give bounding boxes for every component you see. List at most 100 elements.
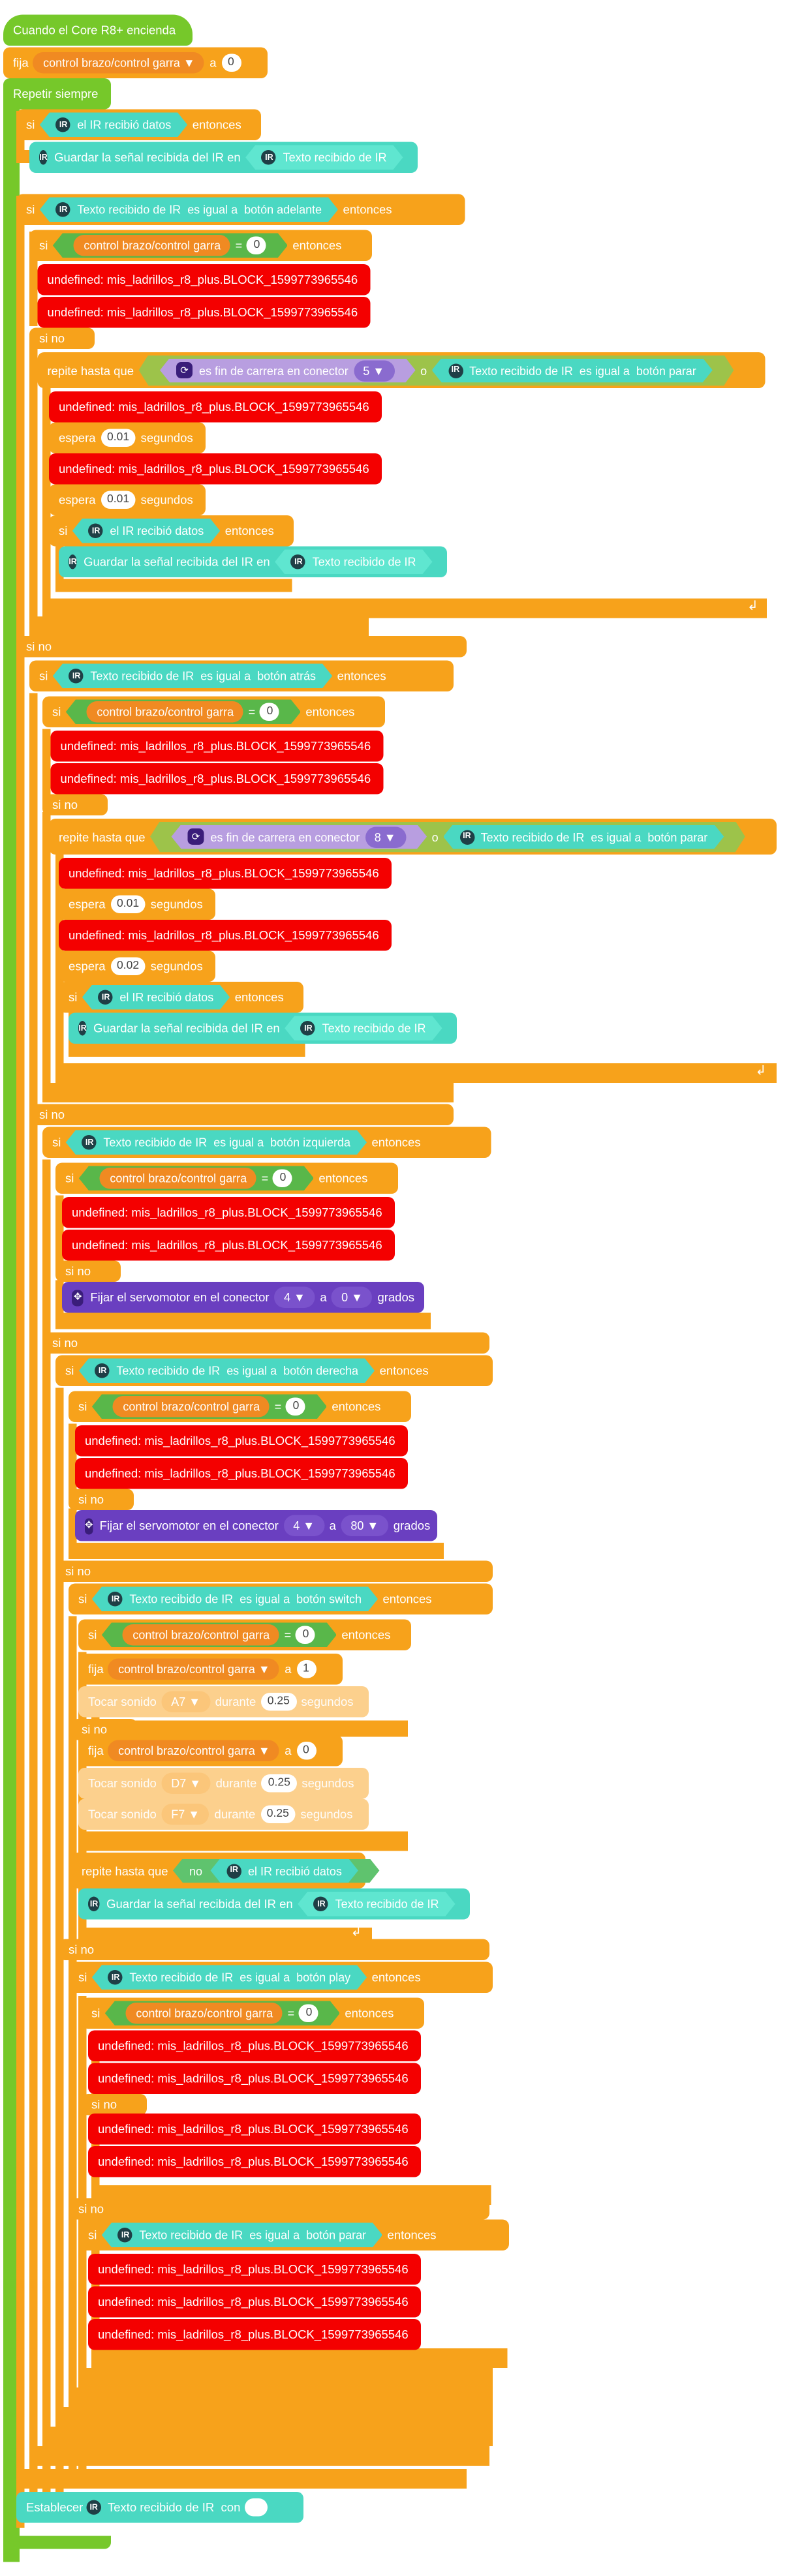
undefined-block[interactable]: undefined: mis_ladrillos_r8_plus.BLOCK_1… xyxy=(37,297,371,328)
if-garra-block[interactable]: si control brazo/control garra0=0 entonc… xyxy=(29,230,372,261)
wait-value[interactable]: 0.01 xyxy=(101,491,136,509)
compare-condition[interactable]: control brazo/control garra=0 xyxy=(66,700,301,725)
note-dropdown[interactable]: D7 ▼ xyxy=(161,1772,211,1794)
if-garra-block[interactable]: si control brazo/control garra=0 entonce… xyxy=(55,1162,398,1194)
compare-value[interactable]: 0 xyxy=(260,703,280,721)
duration-input[interactable]: 0.25 xyxy=(261,1774,297,1793)
undefined-block[interactable]: undefined: mis_ladrillos_r8_plus.BLOCK_1… xyxy=(50,763,384,795)
angle-dropdown[interactable]: 80 ▼ xyxy=(341,1515,389,1536)
variable-dropdown[interactable]: control brazo/control garra ▼ xyxy=(33,52,205,74)
duration-input[interactable]: 0.25 xyxy=(260,1693,296,1711)
var-reporter[interactable]: control brazo/control garra xyxy=(123,1624,279,1646)
undefined-block[interactable]: undefined: mis_ladrillos_r8_plus.BLOCK_1… xyxy=(88,2286,421,2318)
when-core-starts-hat[interactable]: Cuando el Core R8+ encienda xyxy=(3,14,193,46)
undefined-block[interactable]: undefined: mis_ladrillos_r8_plus.BLOCK_1… xyxy=(49,453,382,485)
value-input[interactable] xyxy=(245,2498,268,2517)
undefined-block[interactable]: undefined: mis_ladrillos_r8_plus.BLOCK_1… xyxy=(88,2114,421,2145)
undefined-block[interactable]: undefined: mis_ladrillos_r8_plus.BLOCK_1… xyxy=(88,2146,421,2177)
wait-value[interactable]: 0.01 xyxy=(110,895,146,913)
undefined-block[interactable]: undefined: mis_ladrillos_r8_plus.BLOCK_1… xyxy=(88,2063,421,2094)
undefined-block[interactable]: undefined: mis_ladrillos_r8_plus.BLOCK_1… xyxy=(88,2030,421,2061)
compare-value[interactable]: 0 xyxy=(300,2005,319,2023)
set-variable-block[interactable]: fija control brazo/control garra ▼ a 0 xyxy=(78,1735,343,1766)
undefined-block[interactable]: undefined: mis_ladrillos_r8_plus.BLOCK_1… xyxy=(37,264,371,295)
port-dropdown[interactable]: 4 ▼ xyxy=(283,1515,325,1536)
angle-dropdown[interactable]: 0 ▼ xyxy=(332,1286,373,1308)
port-dropdown[interactable]: 4 ▼ xyxy=(274,1286,315,1308)
undefined-block[interactable]: undefined: mis_ladrillos_r8_plus.BLOCK_1… xyxy=(59,858,392,889)
if-garra-block[interactable]: si control brazo/control garra=0 entonce… xyxy=(42,696,385,727)
port-dropdown[interactable]: 5 ▼ xyxy=(353,359,394,381)
compare-condition[interactable]: control brazo/control garra=0 xyxy=(92,1395,327,1419)
variable-dropdown[interactable]: control brazo/control garra ▼ xyxy=(108,1658,280,1680)
undefined-block[interactable]: undefined: mis_ladrillos_r8_plus.BLOCK_1… xyxy=(59,920,392,951)
repeat-until-block[interactable]: repite hasta que ⟳es fin de carrera en c… xyxy=(37,352,766,388)
compare-value[interactable]: 0 xyxy=(273,1170,293,1188)
compare-value[interactable]: 0 xyxy=(286,1398,306,1416)
duration-input[interactable]: 0.25 xyxy=(260,1805,296,1823)
compare-value[interactable]: 0 xyxy=(296,1626,316,1644)
undefined-block[interactable]: undefined: mis_ladrillos_r8_plus.BLOCK_1… xyxy=(50,731,384,762)
wait-value[interactable]: 0.02 xyxy=(110,957,146,975)
undefined-block[interactable]: undefined: mis_ladrillos_r8_plus.BLOCK_1… xyxy=(75,1458,408,1489)
compare-condition[interactable]: control brazo/control garra=0 xyxy=(105,2001,340,2026)
var-reporter[interactable]: control brazo/control garra xyxy=(100,1168,256,1189)
set-variable-block[interactable]: fija control brazo/control garra ▼ a 0 xyxy=(3,47,268,78)
note-dropdown[interactable]: A7 ▼ xyxy=(161,1691,211,1712)
undefined-block[interactable]: undefined: mis_ladrillos_r8_plus.BLOCK_1… xyxy=(88,2319,421,2350)
undefined-block[interactable]: undefined: mis_ladrillos_r8_plus.BLOCK_1… xyxy=(62,1197,395,1228)
if-garra-block[interactable]: si control brazo/control garra=0 entonce… xyxy=(69,1391,411,1422)
port-dropdown[interactable]: 8 ▼ xyxy=(365,826,406,847)
compare-value[interactable]: 0 xyxy=(247,237,267,255)
undefined-block[interactable]: undefined: mis_ladrillos_r8_plus.BLOCK_1… xyxy=(49,391,382,423)
value-input[interactable]: 0 xyxy=(221,53,241,72)
var-reporter[interactable]: control brazo/control garra xyxy=(87,701,243,723)
if-garra-block[interactable]: si control brazo/control garra=0 entonce… xyxy=(82,1997,424,2029)
set-variable-block[interactable]: fija control brazo/control garra ▼ a 1 xyxy=(78,1654,343,1685)
variable-dropdown[interactable]: control brazo/control garra ▼ xyxy=(108,1740,280,1761)
var-reporter[interactable]: control brazo/control garra xyxy=(126,2003,283,2024)
undefined-block[interactable]: undefined: mis_ladrillos_r8_plus.BLOCK_1… xyxy=(88,2254,421,2285)
